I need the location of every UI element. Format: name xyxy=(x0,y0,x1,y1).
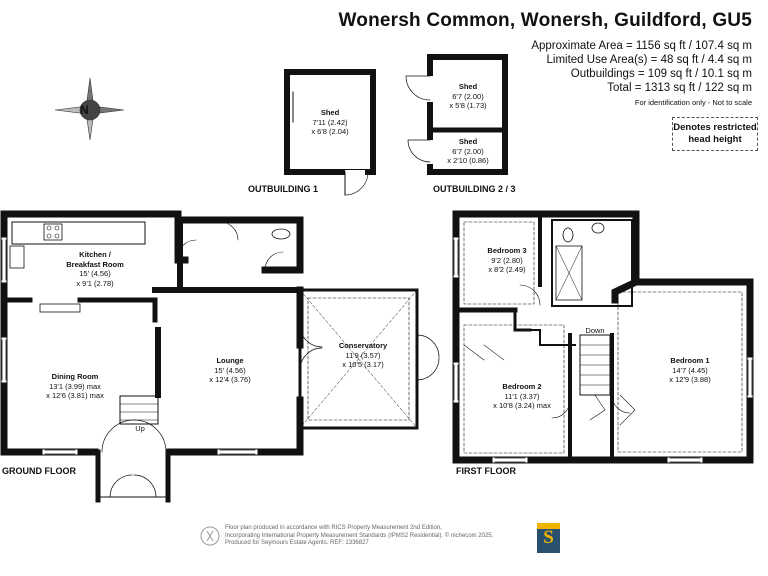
first-floor-plan xyxy=(452,210,754,464)
room-dimension: 15' (4.56) xyxy=(214,365,246,375)
room-name: Bedroom 2 xyxy=(502,382,542,391)
room-label-kitchen: Kitchen / Breakfast Room 15' (4.56) x 9'… xyxy=(55,250,135,288)
stairs-down-label: Down xyxy=(585,326,605,335)
room-name: Dining Room xyxy=(51,372,99,381)
outbuildings-area: Outbuildings = 109 sq ft / 10.1 sq m xyxy=(570,68,752,80)
room-dimension: 14'7 (4.45) xyxy=(672,365,708,375)
footer-line: Floor plan produced in accordance with R… xyxy=(225,525,442,531)
room-name: Bedroom 1 xyxy=(670,356,710,365)
room-dimension: 6'7 (2.00) xyxy=(452,146,484,156)
outbuilding-2-3-label: OUTBUILDING 2 / 3 xyxy=(433,184,516,194)
room-label-conservatory: Conservatory 11'9 (3.57) x 10'5 (3.17) xyxy=(328,341,398,370)
room-name: Kitchen / xyxy=(79,250,111,259)
room-dimension: x 12'6 (3.81) max xyxy=(46,391,104,400)
room-dimension: 15' (4.56) xyxy=(79,269,111,278)
room-name: Lounge xyxy=(216,356,244,365)
room-dimension: x 6'8 (2.04) xyxy=(311,127,349,136)
room-dimension: x 2'10 (0.86) xyxy=(447,156,489,165)
first-floor-label: FIRST FLOOR xyxy=(456,466,516,476)
outbuildings-2-3 xyxy=(405,54,508,175)
footer-text: Floor plan produced in accordance with R… xyxy=(225,525,545,548)
room-dimension: 13'1 (3.99) max xyxy=(49,381,101,391)
room-dimension: 11'1 (3.37) xyxy=(504,391,540,401)
stairs-up-label: Up xyxy=(135,424,145,433)
room-name: Bedroom 3 xyxy=(487,246,527,255)
room-dimension: 11'9 (3.57) xyxy=(345,350,381,360)
rics-badge-icon xyxy=(200,526,220,546)
room-name: Shed xyxy=(458,82,478,91)
room-label-bedroom-2: Bedroom 2 11'1 (3.37) x 10'8 (3.24) max xyxy=(482,382,562,411)
ground-floor-plan xyxy=(0,210,440,503)
total-area: Total = 1313 sq ft / 122 sq m xyxy=(607,82,752,94)
logo-accent-bar xyxy=(537,523,560,529)
footer-line: Incorporating International Property Mea… xyxy=(225,532,494,539)
room-dimension: 9'2 (2.80) xyxy=(491,255,523,265)
room-name: Shed xyxy=(458,137,478,146)
limited-use-area: Limited Use Area(s) = 48 sq ft / 4.4 sq … xyxy=(546,54,753,66)
room-name-2: Breakfast Room xyxy=(66,259,124,269)
compass-icon xyxy=(54,77,125,141)
room-dimension: x 9'1 (2.78) xyxy=(76,278,114,288)
room-name: Shed xyxy=(320,108,340,117)
outbuilding-1 xyxy=(284,69,376,196)
approximate-area: Approximate Area = 1156 sq ft / 107.4 sq… xyxy=(531,40,752,52)
room-label-bedroom-1: Bedroom 1 14'7 (4.45) x 12'9 (3.88) xyxy=(655,356,725,385)
room-dimension: x 10'5 (3.17) xyxy=(342,360,384,369)
compass-north-label: N xyxy=(80,103,89,117)
room-label-lounge: Lounge 15' (4.56) x 12'4 (3.76) xyxy=(195,356,265,385)
ground-floor-label: GROUND FLOOR xyxy=(2,466,76,476)
seymours-logo: S xyxy=(537,523,560,553)
room-dimension: x 12'9 (3.88) xyxy=(669,375,711,384)
room-dimension: 6'7 (2.00) xyxy=(452,91,484,101)
room-label-shed-3: Shed 6'7 (2.00) x 2'10 (0.86) xyxy=(437,137,499,166)
room-dimension: x 5'8 (1.73) xyxy=(449,101,487,110)
room-label-shed-2: Shed 6'7 (2.00) x 5'8 (1.73) xyxy=(437,82,499,111)
footer-line: Produced for Seymours Estate Agents. REF… xyxy=(225,540,369,546)
room-name: Conservatory xyxy=(338,341,388,350)
page-title: Wonersh Common, Wonersh, Guildford, GU5 xyxy=(338,10,752,31)
room-label-dining-room: Dining Room 13'1 (3.99) max x 12'6 (3.81… xyxy=(30,372,120,401)
restricted-head-height-legend: Denotes restricted head height xyxy=(672,117,758,151)
outbuilding-1-label: OUTBUILDING 1 xyxy=(248,184,319,194)
room-label-bedroom-3: Bedroom 3 9'2 (2.80) x 8'2 (2.49) xyxy=(477,246,537,275)
room-dimension: x 12'4 (3.76) xyxy=(209,375,251,384)
room-dimension: 7'11 (2.42) xyxy=(312,117,348,127)
room-label-shed-1: Shed 7'11 (2.42) x 6'8 (2.04) xyxy=(300,108,360,137)
disclaimer: For identification only - Not to scale xyxy=(634,98,752,107)
room-dimension: x 10'8 (3.24) max xyxy=(493,401,551,410)
room-dimension: x 8'2 (2.49) xyxy=(488,265,526,274)
